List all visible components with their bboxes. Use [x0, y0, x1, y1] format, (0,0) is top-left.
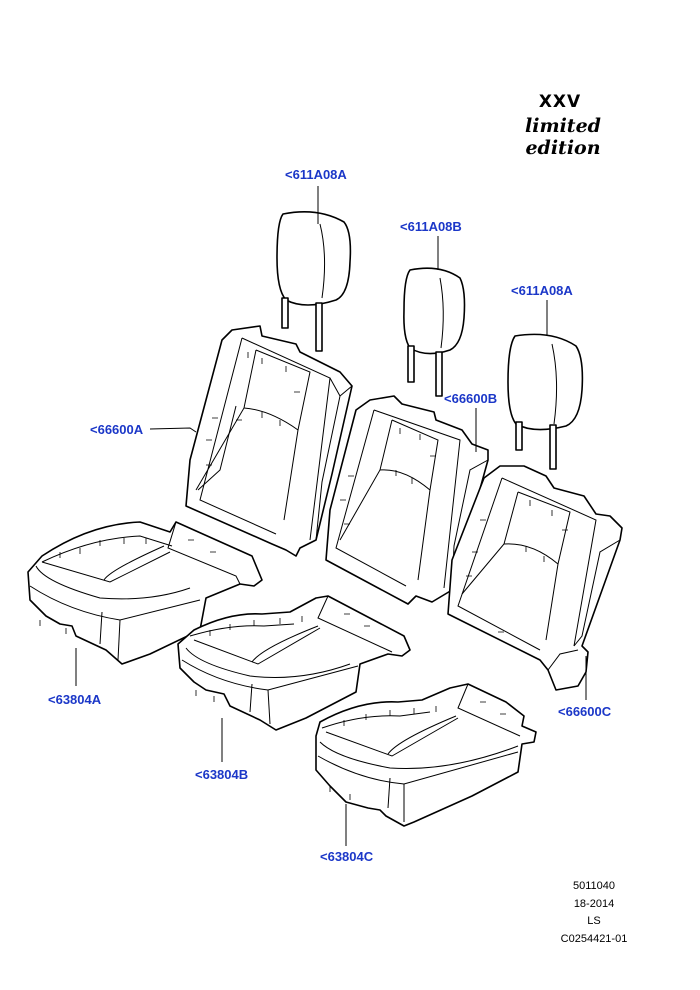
callout-cushion-left[interactable]: <63804A — [48, 692, 102, 707]
seat-cushion-right[interactable] — [315, 683, 537, 827]
callout-back-center[interactable]: <66600B — [444, 391, 498, 406]
callout-back-right[interactable]: <66600C — [558, 704, 612, 719]
headrest-center[interactable] — [403, 267, 466, 397]
leader-lines — [75, 186, 587, 846]
headrest-left[interactable] — [276, 210, 352, 352]
meta-date: 18-2014 — [573, 898, 615, 910]
seat-cushion-left[interactable] — [27, 521, 263, 665]
callout-headrest-left[interactable]: <611A08A — [285, 167, 347, 182]
meta-code: 5011040 — [572, 880, 615, 892]
seat-back-right[interactable] — [447, 465, 623, 691]
meta-illustration-id: C0254421-01 — [560, 933, 628, 945]
callout-headrest-center[interactable]: <611A08B — [400, 219, 462, 234]
headrest-right[interactable] — [507, 333, 584, 470]
callout-cushion-center[interactable]: <63804B — [195, 767, 249, 782]
meta-model: LS — [587, 915, 601, 927]
edition-title: XXV — [538, 92, 582, 112]
callout-headrest-right[interactable]: <611A08A — [511, 283, 573, 298]
callout-back-left[interactable]: <66600A — [90, 422, 144, 437]
callout-cushion-right[interactable]: <63804C — [320, 849, 374, 864]
edition-subtitle: limited edition — [525, 115, 601, 159]
seat-cushion-center[interactable] — [177, 595, 411, 731]
seat-back-left[interactable] — [185, 325, 353, 557]
